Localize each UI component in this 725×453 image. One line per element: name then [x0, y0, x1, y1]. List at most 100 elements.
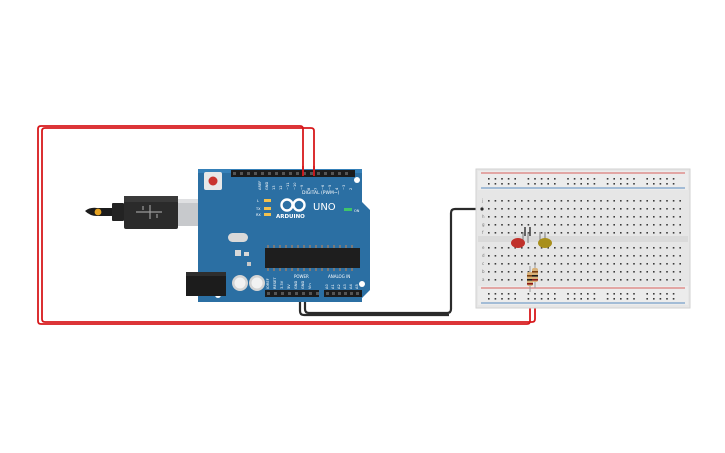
breadboard-hole[interactable] [600, 247, 602, 249]
breadboard-hole[interactable] [679, 271, 681, 273]
breadboard-hole[interactable] [593, 232, 596, 234]
breadboard-hole[interactable] [507, 263, 510, 265]
breadboard-hole[interactable] [527, 263, 530, 265]
breadboard-hole[interactable] [646, 224, 648, 226]
breadboard-hole[interactable] [540, 216, 543, 218]
breadboard-hole[interactable] [573, 263, 576, 265]
breadboard-hole[interactable] [659, 279, 662, 281]
breadboard-hole[interactable] [501, 216, 503, 218]
breadboard-hole[interactable] [488, 216, 490, 218]
breadboard-hole[interactable] [639, 263, 642, 265]
breadboard-hole[interactable] [507, 298, 510, 300]
breadboard-hole[interactable] [633, 279, 635, 281]
breadboard-hole[interactable] [672, 224, 675, 226]
breadboard-hole[interactable] [587, 255, 589, 257]
breadboard-hole[interactable] [679, 279, 681, 281]
breadboard-hole[interactable] [587, 232, 589, 234]
breadboard-hole[interactable] [494, 178, 497, 180]
breadboard-hole[interactable] [653, 216, 655, 218]
breadboard-hole[interactable] [580, 263, 582, 265]
breadboard-hole[interactable] [679, 232, 681, 234]
breadboard-hole[interactable] [633, 183, 635, 185]
breadboard-hole[interactable] [620, 178, 622, 180]
breadboard-hole[interactable] [540, 263, 543, 265]
breadboard-hole[interactable] [514, 255, 516, 257]
breadboard-hole[interactable] [521, 247, 523, 249]
breadboard-hole[interactable] [653, 247, 655, 249]
breadboard-hole[interactable] [514, 208, 516, 210]
breadboard-hole[interactable] [653, 298, 655, 300]
breadboard-hole[interactable] [606, 247, 609, 249]
breadboard-hole[interactable] [554, 216, 556, 218]
breadboard-hole[interactable] [488, 279, 490, 281]
breadboard-hole[interactable] [593, 200, 596, 202]
breadboard-hole[interactable] [547, 200, 549, 202]
breadboard-hole[interactable] [587, 293, 589, 295]
breadboard-hole[interactable] [613, 178, 615, 180]
breadboard-hole[interactable] [653, 200, 655, 202]
breadboard-hole[interactable] [666, 298, 668, 300]
breadboard-hole[interactable] [521, 263, 523, 265]
breadboard-hole[interactable] [587, 263, 589, 265]
breadboard-hole[interactable] [534, 255, 536, 257]
breadboard-hole[interactable] [540, 224, 543, 226]
breadboard-hole[interactable] [573, 279, 576, 281]
breadboard-hole[interactable] [547, 279, 549, 281]
breadboard-hole[interactable] [547, 224, 549, 226]
breadboard-hole[interactable] [521, 200, 523, 202]
breadboard-hole[interactable] [646, 200, 648, 202]
breadboard-hole[interactable] [567, 183, 569, 185]
breadboard-hole[interactable] [580, 183, 582, 185]
breadboard-hole[interactable] [514, 200, 516, 202]
breadboard-hole[interactable] [534, 200, 536, 202]
breadboard-hole[interactable] [639, 232, 642, 234]
breadboard-hole[interactable] [573, 208, 576, 210]
breadboard-hole[interactable] [666, 216, 668, 218]
breadboard-hole[interactable] [666, 279, 668, 281]
breadboard-hole[interactable] [567, 279, 569, 281]
breadboard-hole[interactable] [580, 293, 582, 295]
breadboard-hole[interactable] [620, 216, 622, 218]
breadboard-hole[interactable] [633, 178, 635, 180]
breadboard-hole[interactable] [560, 247, 563, 249]
breadboard-hole[interactable] [527, 293, 530, 295]
breadboard-hole[interactable] [514, 279, 516, 281]
breadboard-hole[interactable] [672, 279, 675, 281]
breadboard-hole[interactable] [587, 208, 589, 210]
breadboard-hole[interactable] [494, 263, 497, 265]
breadboard-hole[interactable] [540, 178, 543, 180]
breadboard-hole[interactable] [600, 208, 602, 210]
breadboard-hole[interactable] [540, 293, 543, 295]
breadboard-hole[interactable] [554, 279, 556, 281]
breadboard-hole[interactable] [540, 279, 543, 281]
breadboard-hole[interactable] [488, 271, 490, 273]
breadboard-hole[interactable] [580, 271, 582, 273]
breadboard-hole[interactable] [527, 224, 530, 226]
breadboard-hole[interactable] [501, 279, 503, 281]
breadboard-hole[interactable] [626, 279, 629, 281]
breadboard-hole[interactable] [567, 247, 569, 249]
breadboard-hole[interactable] [593, 255, 596, 257]
breadboard-hole[interactable] [620, 263, 622, 265]
breadboard-hole[interactable] [620, 247, 622, 249]
breadboard-hole[interactable] [593, 183, 596, 185]
breadboard-hole[interactable] [587, 247, 589, 249]
breadboard-hole[interactable] [554, 271, 556, 273]
breadboard-hole[interactable] [567, 255, 569, 257]
breadboard-hole[interactable] [646, 183, 648, 185]
breadboard-hole[interactable] [554, 232, 556, 234]
breadboard-hole[interactable] [501, 255, 503, 257]
breadboard-hole[interactable] [507, 183, 510, 185]
breadboard-hole[interactable] [659, 263, 662, 265]
black-wire-gnd[interactable] [303, 207, 482, 315]
breadboard-hole[interactable] [580, 232, 582, 234]
breadboard-hole[interactable] [514, 216, 516, 218]
breadboard-hole[interactable] [488, 263, 490, 265]
breadboard-hole[interactable] [613, 183, 615, 185]
breadboard-hole[interactable] [554, 263, 556, 265]
breadboard-hole[interactable] [507, 208, 510, 210]
breadboard-hole[interactable] [666, 224, 668, 226]
breadboard-hole[interactable] [659, 183, 662, 185]
breadboard-hole[interactable] [527, 298, 530, 300]
